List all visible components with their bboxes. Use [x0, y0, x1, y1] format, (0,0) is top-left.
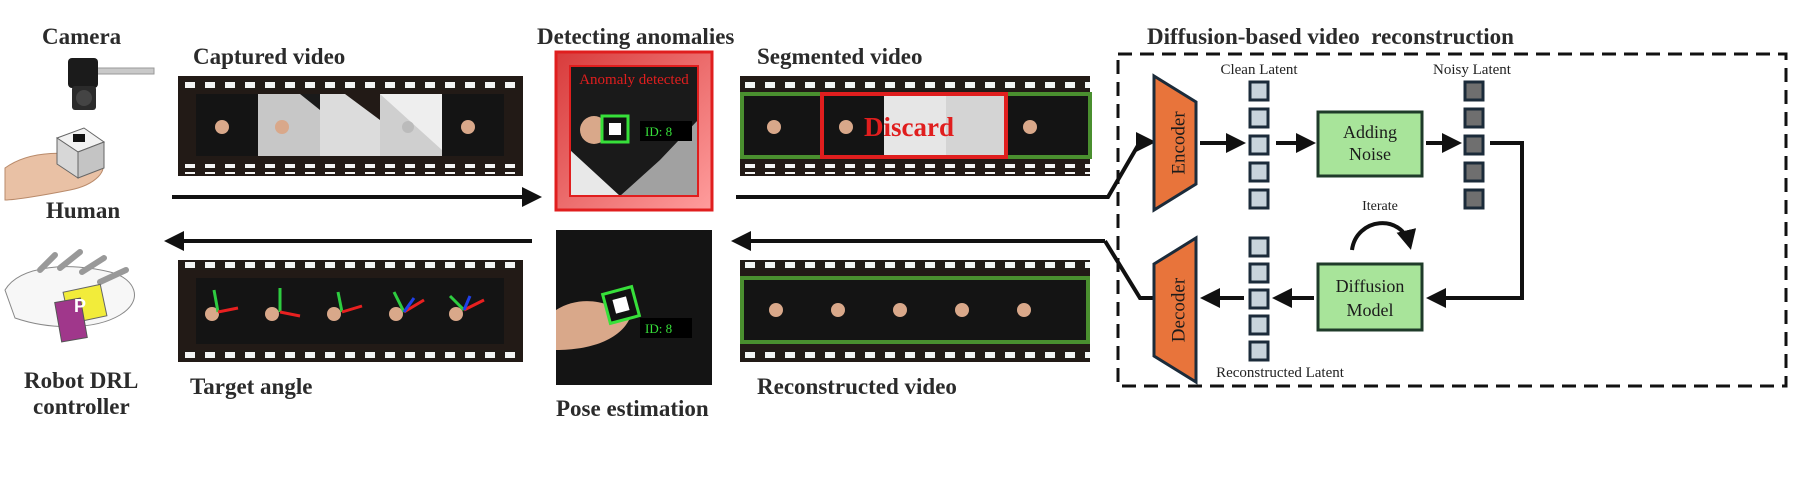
clean-latent-label: Clean Latent: [1220, 62, 1298, 78]
noisy-latent-stack: [1463, 80, 1485, 210]
clean-latent-stack: [1248, 80, 1270, 210]
detecting-anomalies-label: Detecting anomalies: [537, 24, 735, 49]
target-angle-label: Target angle: [190, 374, 313, 399]
human-hand-icon: [4, 127, 106, 201]
adding-noise-line2: Noise: [1349, 144, 1391, 164]
diffusion-dashed-box: [1116, 52, 1788, 388]
diffusion-arrows: [1200, 133, 1524, 308]
diffusion-model-line2: Model: [1347, 300, 1394, 320]
anomaly-panel: [554, 50, 714, 212]
segmented-video-strip: [740, 76, 1092, 176]
encoder-block: [1152, 73, 1198, 213]
reconstructed-latent-label: Reconstructed Latent: [1216, 365, 1345, 381]
adding-noise-line1: Adding: [1343, 122, 1397, 142]
captured-video-strip: [178, 76, 523, 176]
adding-noise-box: [1316, 110, 1424, 178]
robot-cube-letter: P: [74, 296, 86, 316]
discard-label: Discard: [864, 112, 954, 142]
camera-icon: [68, 58, 155, 110]
diffusion-model-line1: Diffusion: [1336, 276, 1405, 296]
anomaly-id-text: ID: 8: [645, 124, 672, 139]
segmented-video-label: Segmented video: [757, 44, 923, 69]
encoder-label: Encoder: [1168, 111, 1189, 175]
reconstructed-video-strip: [740, 260, 1090, 362]
flow-arrows: [164, 132, 1188, 300]
decoder-label: Decoder: [1168, 277, 1189, 342]
pose-estimation-label: Pose estimation: [556, 396, 709, 421]
anomaly-detected-text: Anomaly detected: [579, 72, 689, 88]
robot-hand-icon: P: [4, 249, 135, 343]
robot-label-line1: Robot DRL: [24, 368, 139, 393]
iterate-label: Iterate: [1362, 199, 1398, 214]
diffusion-model-box: [1316, 262, 1424, 332]
reconstructed-latent-stack: [1248, 236, 1270, 362]
decoder-block: [1152, 235, 1198, 385]
human-label: Human: [46, 198, 121, 223]
camera-label: Camera: [42, 24, 122, 49]
reconstructed-video-label: Reconstructed video: [757, 374, 957, 399]
diffusion-title: Diffusion-based video reconstruction: [1147, 24, 1514, 49]
robot-label-line2: controller: [33, 394, 130, 419]
pose-panel: [556, 230, 712, 385]
target-angle-strip: [178, 260, 523, 362]
noisy-latent-label: Noisy Latent: [1433, 62, 1512, 78]
captured-video-label: Captured video: [193, 44, 346, 69]
pose-id-text: ID: 8: [645, 321, 672, 336]
